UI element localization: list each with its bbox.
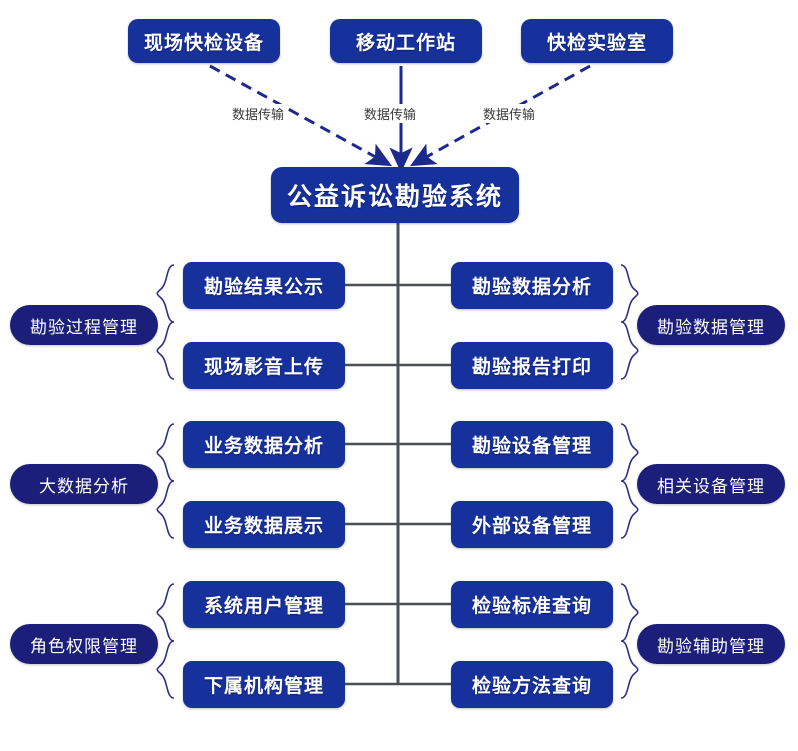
leaf-node-external-device-management[interactable]: 外部设备管理 bbox=[451, 501, 613, 548]
edge-label-data-transfer-1: 数据传输 bbox=[362, 104, 419, 123]
brace-left-1 bbox=[156, 423, 175, 539]
group-pill-related-device-management[interactable]: 相关设备管理 bbox=[637, 464, 785, 504]
leaf-node-business-data-display[interactable]: 业务数据展示 bbox=[183, 501, 345, 548]
brace-left-0 bbox=[156, 264, 175, 380]
edge-label-data-transfer-0: 数据传输 bbox=[230, 104, 287, 123]
leaf-node-subordinate-org-management[interactable]: 下属机构管理 bbox=[183, 661, 345, 708]
leaf-node-system-user-management[interactable]: 系统用户管理 bbox=[183, 581, 345, 628]
leaf-node-inspection-method-query[interactable]: 检验方法查询 bbox=[451, 661, 613, 708]
group-pill-big-data-analysis[interactable]: 大数据分析 bbox=[10, 464, 158, 504]
source-node-field-rapid-test-equipment[interactable]: 现场快检设备 bbox=[128, 19, 280, 63]
source-node-mobile-workstation[interactable]: 移动工作站 bbox=[330, 19, 482, 63]
brace-right-0 bbox=[620, 264, 639, 380]
leaf-node-onsite-av-upload[interactable]: 现场影音上传 bbox=[183, 342, 345, 389]
leaf-node-inspection-device-management[interactable]: 勘验设备管理 bbox=[451, 421, 613, 468]
leaf-node-inspection-standard-query[interactable]: 检验标准查询 bbox=[451, 581, 613, 628]
brace-right-2 bbox=[620, 583, 639, 699]
brace-right-1 bbox=[620, 423, 639, 539]
group-pill-inspection-data-management[interactable]: 勘验数据管理 bbox=[637, 305, 785, 345]
leaf-node-business-data-analysis[interactable]: 业务数据分析 bbox=[183, 421, 345, 468]
edge-label-data-transfer-2: 数据传输 bbox=[481, 104, 538, 123]
leaf-node-inspection-report-print[interactable]: 勘验报告打印 bbox=[451, 342, 613, 389]
group-pill-inspection-support-management[interactable]: 勘验辅助管理 bbox=[637, 624, 785, 664]
brace-left-2 bbox=[156, 583, 175, 699]
leaf-node-inspection-data-analysis[interactable]: 勘验数据分析 bbox=[451, 262, 613, 309]
group-pill-role-permission-management[interactable]: 角色权限管理 bbox=[10, 624, 158, 664]
group-pill-inspection-process-management[interactable]: 勘验过程管理 bbox=[10, 305, 158, 345]
source-node-rapid-test-laboratory[interactable]: 快检实验室 bbox=[521, 19, 673, 63]
leaf-node-inspection-result-publication[interactable]: 勘验结果公示 bbox=[183, 262, 345, 309]
hub-node-public-interest-litigation-inspection-system[interactable]: 公益诉讼勘验系统 bbox=[271, 167, 519, 223]
